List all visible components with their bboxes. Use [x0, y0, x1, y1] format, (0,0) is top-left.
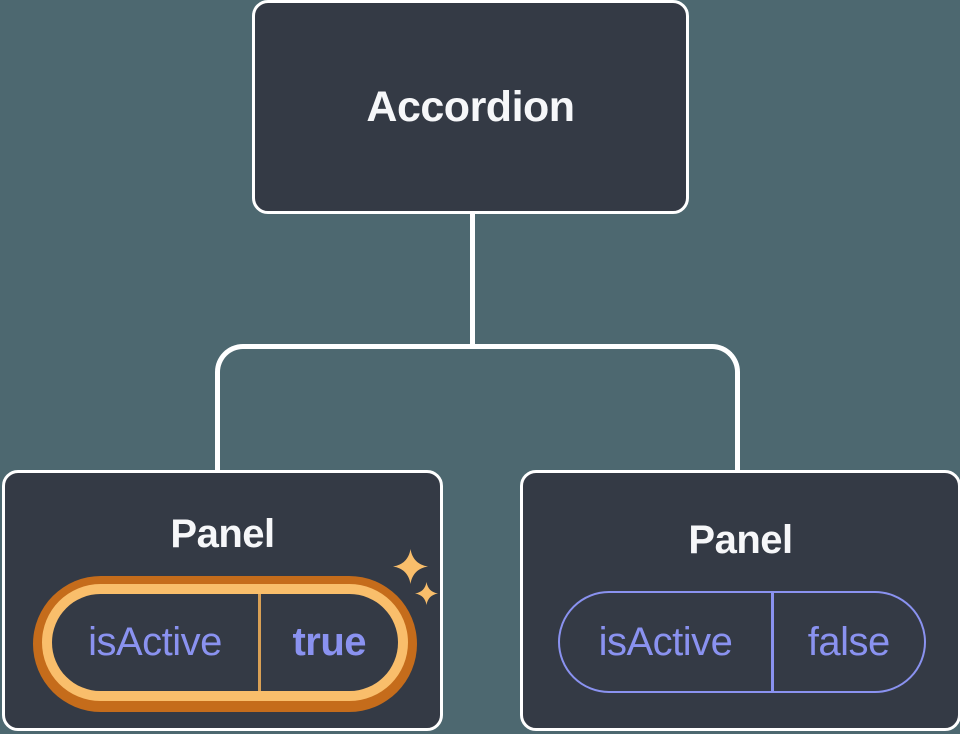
- prop-name-label: isActive: [598, 619, 733, 664]
- accordion-node-label: Accordion: [366, 82, 575, 131]
- accordion-node: Accordion: [252, 0, 689, 214]
- sparkle-icon-large: [393, 549, 428, 584]
- pill-divider: [258, 594, 261, 691]
- prop-value-label: true: [292, 620, 367, 664]
- panel-node-active: Panel isActive true: [2, 470, 443, 731]
- prop-pill-active-ring: isActive true: [42, 584, 408, 701]
- panel-node-label: Panel: [688, 517, 793, 562]
- prop-pill-active-body: isActive true: [52, 594, 398, 691]
- panel-node-inactive: Panel isActive false: [520, 470, 960, 731]
- tree-connector-branch: [215, 344, 740, 470]
- pill-divider: [771, 593, 774, 691]
- panel-node-label: Panel: [170, 511, 275, 556]
- prop-value-label: false: [807, 619, 890, 664]
- prop-pill-inactive: isActive false: [558, 591, 926, 693]
- prop-pill-active: isActive true: [33, 576, 417, 712]
- prop-name-label: isActive: [88, 620, 222, 664]
- tree-connector-stem: [470, 214, 475, 346]
- sparkle-icon-small: [415, 582, 438, 605]
